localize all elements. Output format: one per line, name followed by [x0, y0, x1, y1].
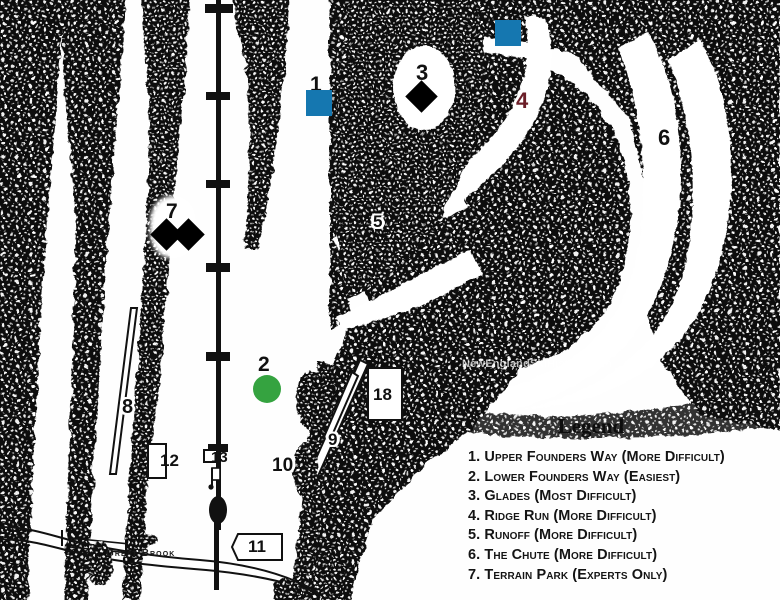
blue-square-symbol [306, 90, 332, 116]
great-brook-label: Great Brook [106, 548, 176, 559]
trail-marker-10: 10 [272, 455, 294, 476]
building-18-outline [367, 367, 403, 421]
trail-marker-3: 3 [416, 60, 429, 85]
trail-marker-4: 4 [516, 88, 529, 113]
forest-band-west [0, 0, 127, 600]
jump-and-building-outlines [108, 307, 403, 561]
legend-item-3: 3. Glades (Most Difficult) [468, 488, 637, 505]
legend-item-7: 7. Terrain Park (Experts Only) [468, 566, 668, 583]
legend-title: Legend [557, 414, 625, 438]
trail-marker-5: 5 [373, 212, 383, 231]
trail-marker-11: 11 [248, 537, 266, 556]
legend-item-4: 4. Ridge Run (More Difficult) [468, 507, 657, 524]
legend-list-trails: 1. Upper Founders Way (More Difficult) 2.… [460, 448, 778, 585]
trail-sign-13 [208, 467, 221, 490]
chairlift-line [205, 0, 233, 590]
forest-strip-upper-middle [232, 0, 289, 250]
trail-marker-13: 13 [211, 449, 228, 466]
building-13-outline [203, 449, 218, 463]
forest-mass-legend-edge [440, 396, 780, 439]
trail-marker-9: 9 [328, 430, 338, 449]
legend-item-1: 1. Upper Founders Way (More Difficult) [468, 449, 725, 465]
building-12-outline [147, 443, 167, 479]
trail-marker-8: 8 [122, 396, 134, 418]
forest-clumps-east-lower [294, 370, 324, 498]
legend-spacer [460, 585, 778, 599]
jump-8-outline [108, 307, 139, 475]
legend-item-2: 2. Lower Founders Way (Easiest) [468, 468, 681, 485]
trail-marker-1: 1 [310, 73, 322, 96]
legend-panel: Legend 1. Upper Founders Way (More Diffi… [460, 414, 778, 600]
jump-9-inrun [322, 370, 360, 442]
trail-marker-6: 6 [658, 125, 671, 150]
building-11-outline [230, 533, 283, 561]
forest-band-west-inner [122, 0, 190, 600]
trail-marker-18: 18 [373, 385, 392, 404]
legend-item-6: 6. The Chute (More Difficult) [468, 546, 658, 563]
trail-marker-7: 7 [166, 200, 178, 223]
trail-corridor-chute [440, 32, 732, 418]
trail-marker-12: 12 [160, 451, 179, 470]
trail-marker-2: 2 [258, 353, 270, 376]
site-watermark: NewEnglandSkiHistory.com [462, 358, 613, 370]
legend-item-5: 5. Runoff (More Difficult) [468, 527, 638, 544]
blue-square-symbol [495, 20, 521, 46]
green-circle-symbol [253, 375, 281, 403]
forest-clumps-brook [87, 531, 345, 600]
